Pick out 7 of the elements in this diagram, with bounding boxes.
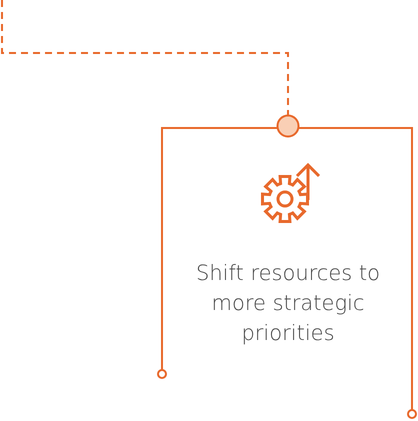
description-text: Shift resources to more strategic priorities [195,260,381,347]
connector-line [1,0,289,116]
end-dot [407,409,417,419]
connector-line [298,127,413,410]
connector-line [161,127,278,370]
junction-dot [276,114,300,138]
end-dot [157,369,167,379]
